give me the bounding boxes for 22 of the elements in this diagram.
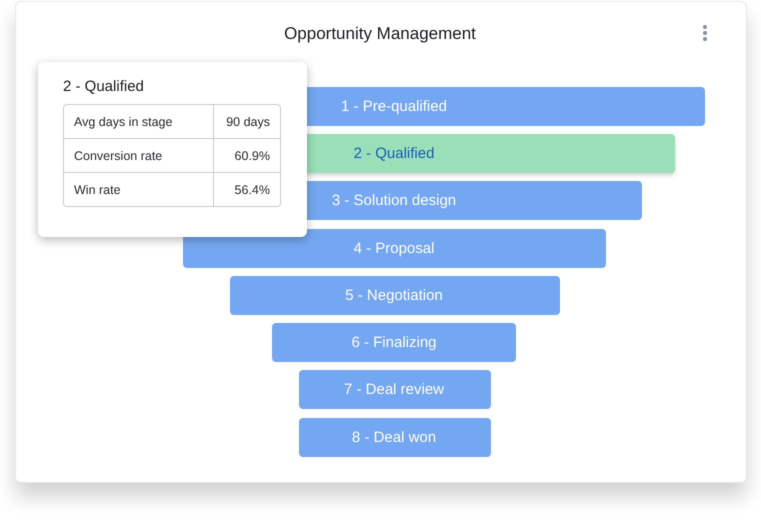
stage-label: 6 - Finalizing [351, 334, 437, 351]
tooltip-heading: 2 - Qualified [63, 78, 144, 95]
funnel-stage-bar [299, 370, 491, 409]
tooltip-card [38, 62, 307, 237]
metric-value: 60.9% [213, 139, 280, 173]
metric-name: Conversion rate [64, 139, 213, 173]
stage-label: 4 - Proposal [354, 240, 434, 257]
metric-name: Win rate [73, 182, 122, 198]
metric-value: 56.4% [213, 173, 280, 206]
stage-label: 2 - Qualified [354, 145, 434, 162]
chart-title: Opportunity Management [284, 24, 476, 44]
funnel-stage-bar [272, 323, 516, 362]
stage-label: 8 - Deal won [352, 429, 436, 446]
metric-value: 90 days [213, 105, 280, 139]
stage-label: 7 - Deal review [344, 381, 444, 398]
funnel-stage-bar [299, 418, 491, 457]
stage-label: 5 - Negotiation [345, 287, 443, 304]
funnel-stage-bar [230, 276, 560, 315]
stage-label: 1 - Pre-qualified [341, 98, 447, 115]
metric-name: Avg days in stage [64, 105, 213, 139]
stage-label: 3 - Solution design [332, 192, 456, 209]
funnel-stage-bar [183, 229, 606, 268]
